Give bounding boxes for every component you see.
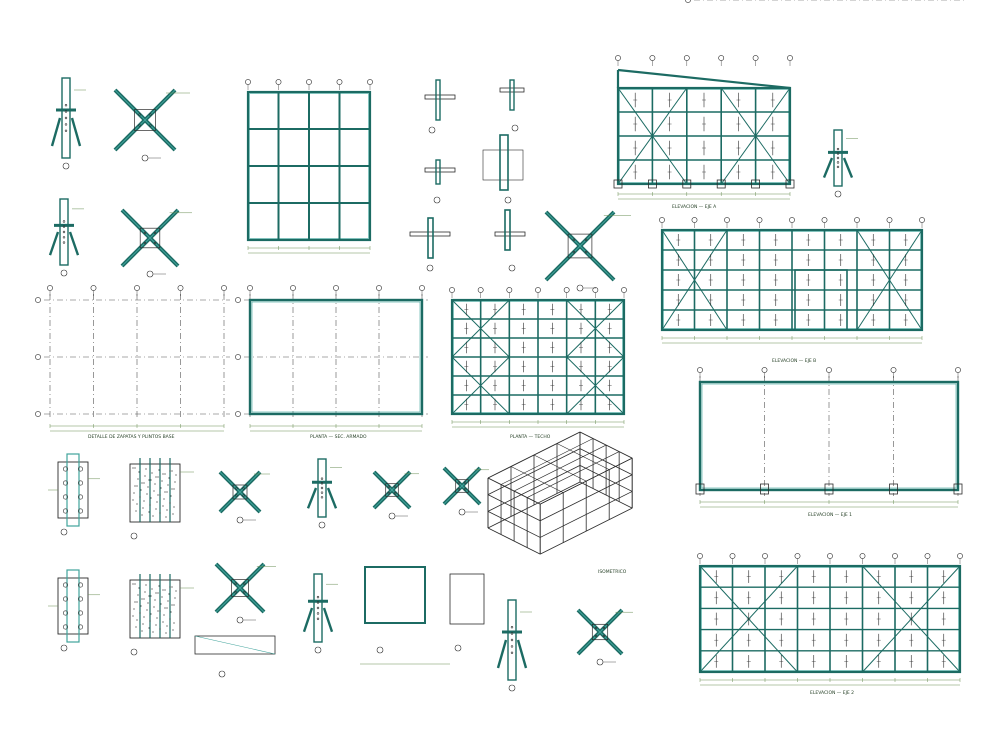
detail-10 [214, 562, 276, 624]
detail-col-right [822, 129, 858, 198]
detail-9 [442, 466, 489, 516]
roof-plan [449, 287, 627, 428]
detail-12 [496, 599, 532, 692]
detail-6 [218, 470, 270, 524]
detail-5 [544, 210, 631, 292]
elevation-1 [685, 0, 964, 508]
detail-top-connections [409, 79, 526, 272]
detail-frame-small [194, 566, 485, 678]
detail-13 [576, 608, 633, 666]
detail-base-2 [48, 569, 100, 652]
detail-7 [306, 458, 342, 529]
detail-1 [50, 77, 86, 170]
framing-plan-upper [245, 79, 373, 254]
isometric-view [487, 431, 633, 555]
detail-4 [120, 208, 192, 278]
floor-plan [235, 285, 428, 432]
detail-cage-1 [129, 458, 194, 540]
elevation-2 [697, 553, 963, 686]
foundation-plan [35, 285, 230, 432]
detail-11 [302, 573, 338, 654]
elevation-b [659, 217, 925, 344]
detail-3 [48, 198, 84, 277]
detail-cage-2 [129, 574, 194, 656]
detail-base-1 [48, 453, 100, 536]
detail-8 [372, 470, 419, 520]
elevation-a [613, 55, 795, 200]
detail-2 [113, 88, 190, 162]
